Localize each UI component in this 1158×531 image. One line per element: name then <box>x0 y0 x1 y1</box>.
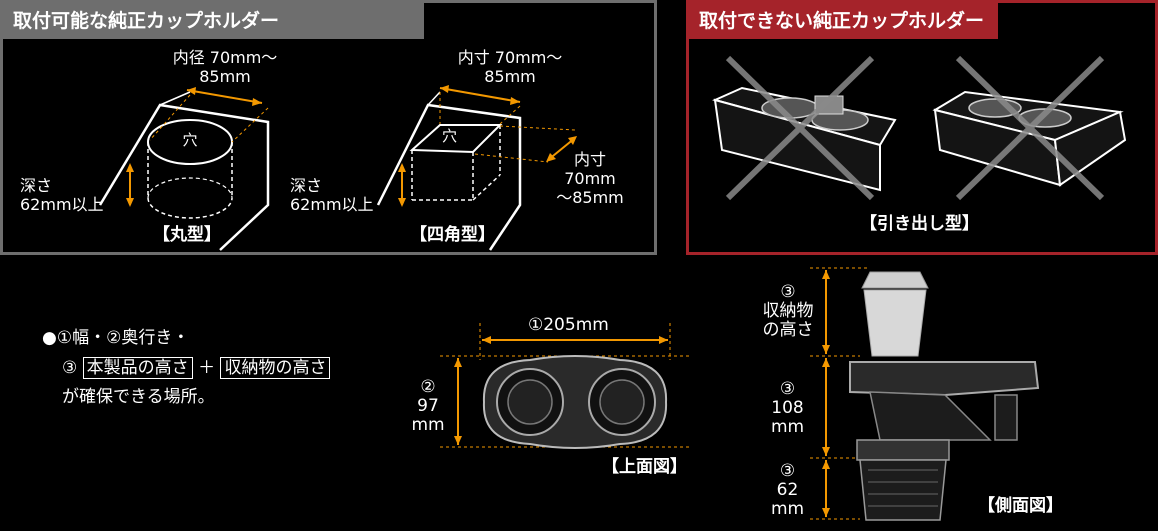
product-height-box: 本製品の高さ <box>82 357 193 379</box>
side-view-caption: 【側面図】 <box>978 496 1063 516</box>
incompatible-holders-header: 取付できない純正カップホルダー <box>689 3 998 39</box>
compatible-holders-panel: 取付可能な純正カップホルダー <box>0 0 657 255</box>
product-height-label: ③ 108 mm <box>770 379 805 437</box>
top-view-width-label: ①205mm <box>528 315 609 335</box>
square-depth-label: 深さ 62mm以上 <box>290 176 374 214</box>
item-height-box: 収納物の高さ <box>220 357 331 379</box>
requirement-line-1: ●①幅・②奥行き・ <box>42 328 190 348</box>
round-hole-label: 穴 <box>182 131 198 149</box>
top-view-caption: 【上面図】 <box>602 457 687 477</box>
round-diameter-label: 内径 70mm～ 85mm <box>172 48 278 86</box>
compatible-holders-header: 取付可能な純正カップホルダー <box>3 3 424 39</box>
top-view-depth-label: ② 97 mm <box>411 377 445 435</box>
square-inner-label: 内寸 70mm～ 85mm <box>457 48 563 86</box>
requirement-line-2: ③ 本製品の高さ ＋ 収納物の高さ <box>62 357 331 379</box>
square-caption: 【四角型】 <box>410 225 495 245</box>
incompatible-holders-panel: 取付できない純正カップホルダー <box>686 0 1158 255</box>
drawer-caption: 【引き出し型】 <box>860 214 979 234</box>
square-side-label: 内寸 70mm ～85mm <box>556 150 624 207</box>
round-depth-label: 深さ 62mm以上 <box>20 176 104 214</box>
item-height-label: ③ 収納物 の高さ <box>762 282 814 340</box>
round-caption: 【丸型】 <box>153 225 221 245</box>
bullet: ● <box>42 328 57 348</box>
square-hole-label: 穴 <box>442 127 458 145</box>
requirement-line-3: が確保できる場所。 <box>62 387 215 407</box>
insert-depth-label: ③ 62 mm <box>770 461 805 519</box>
